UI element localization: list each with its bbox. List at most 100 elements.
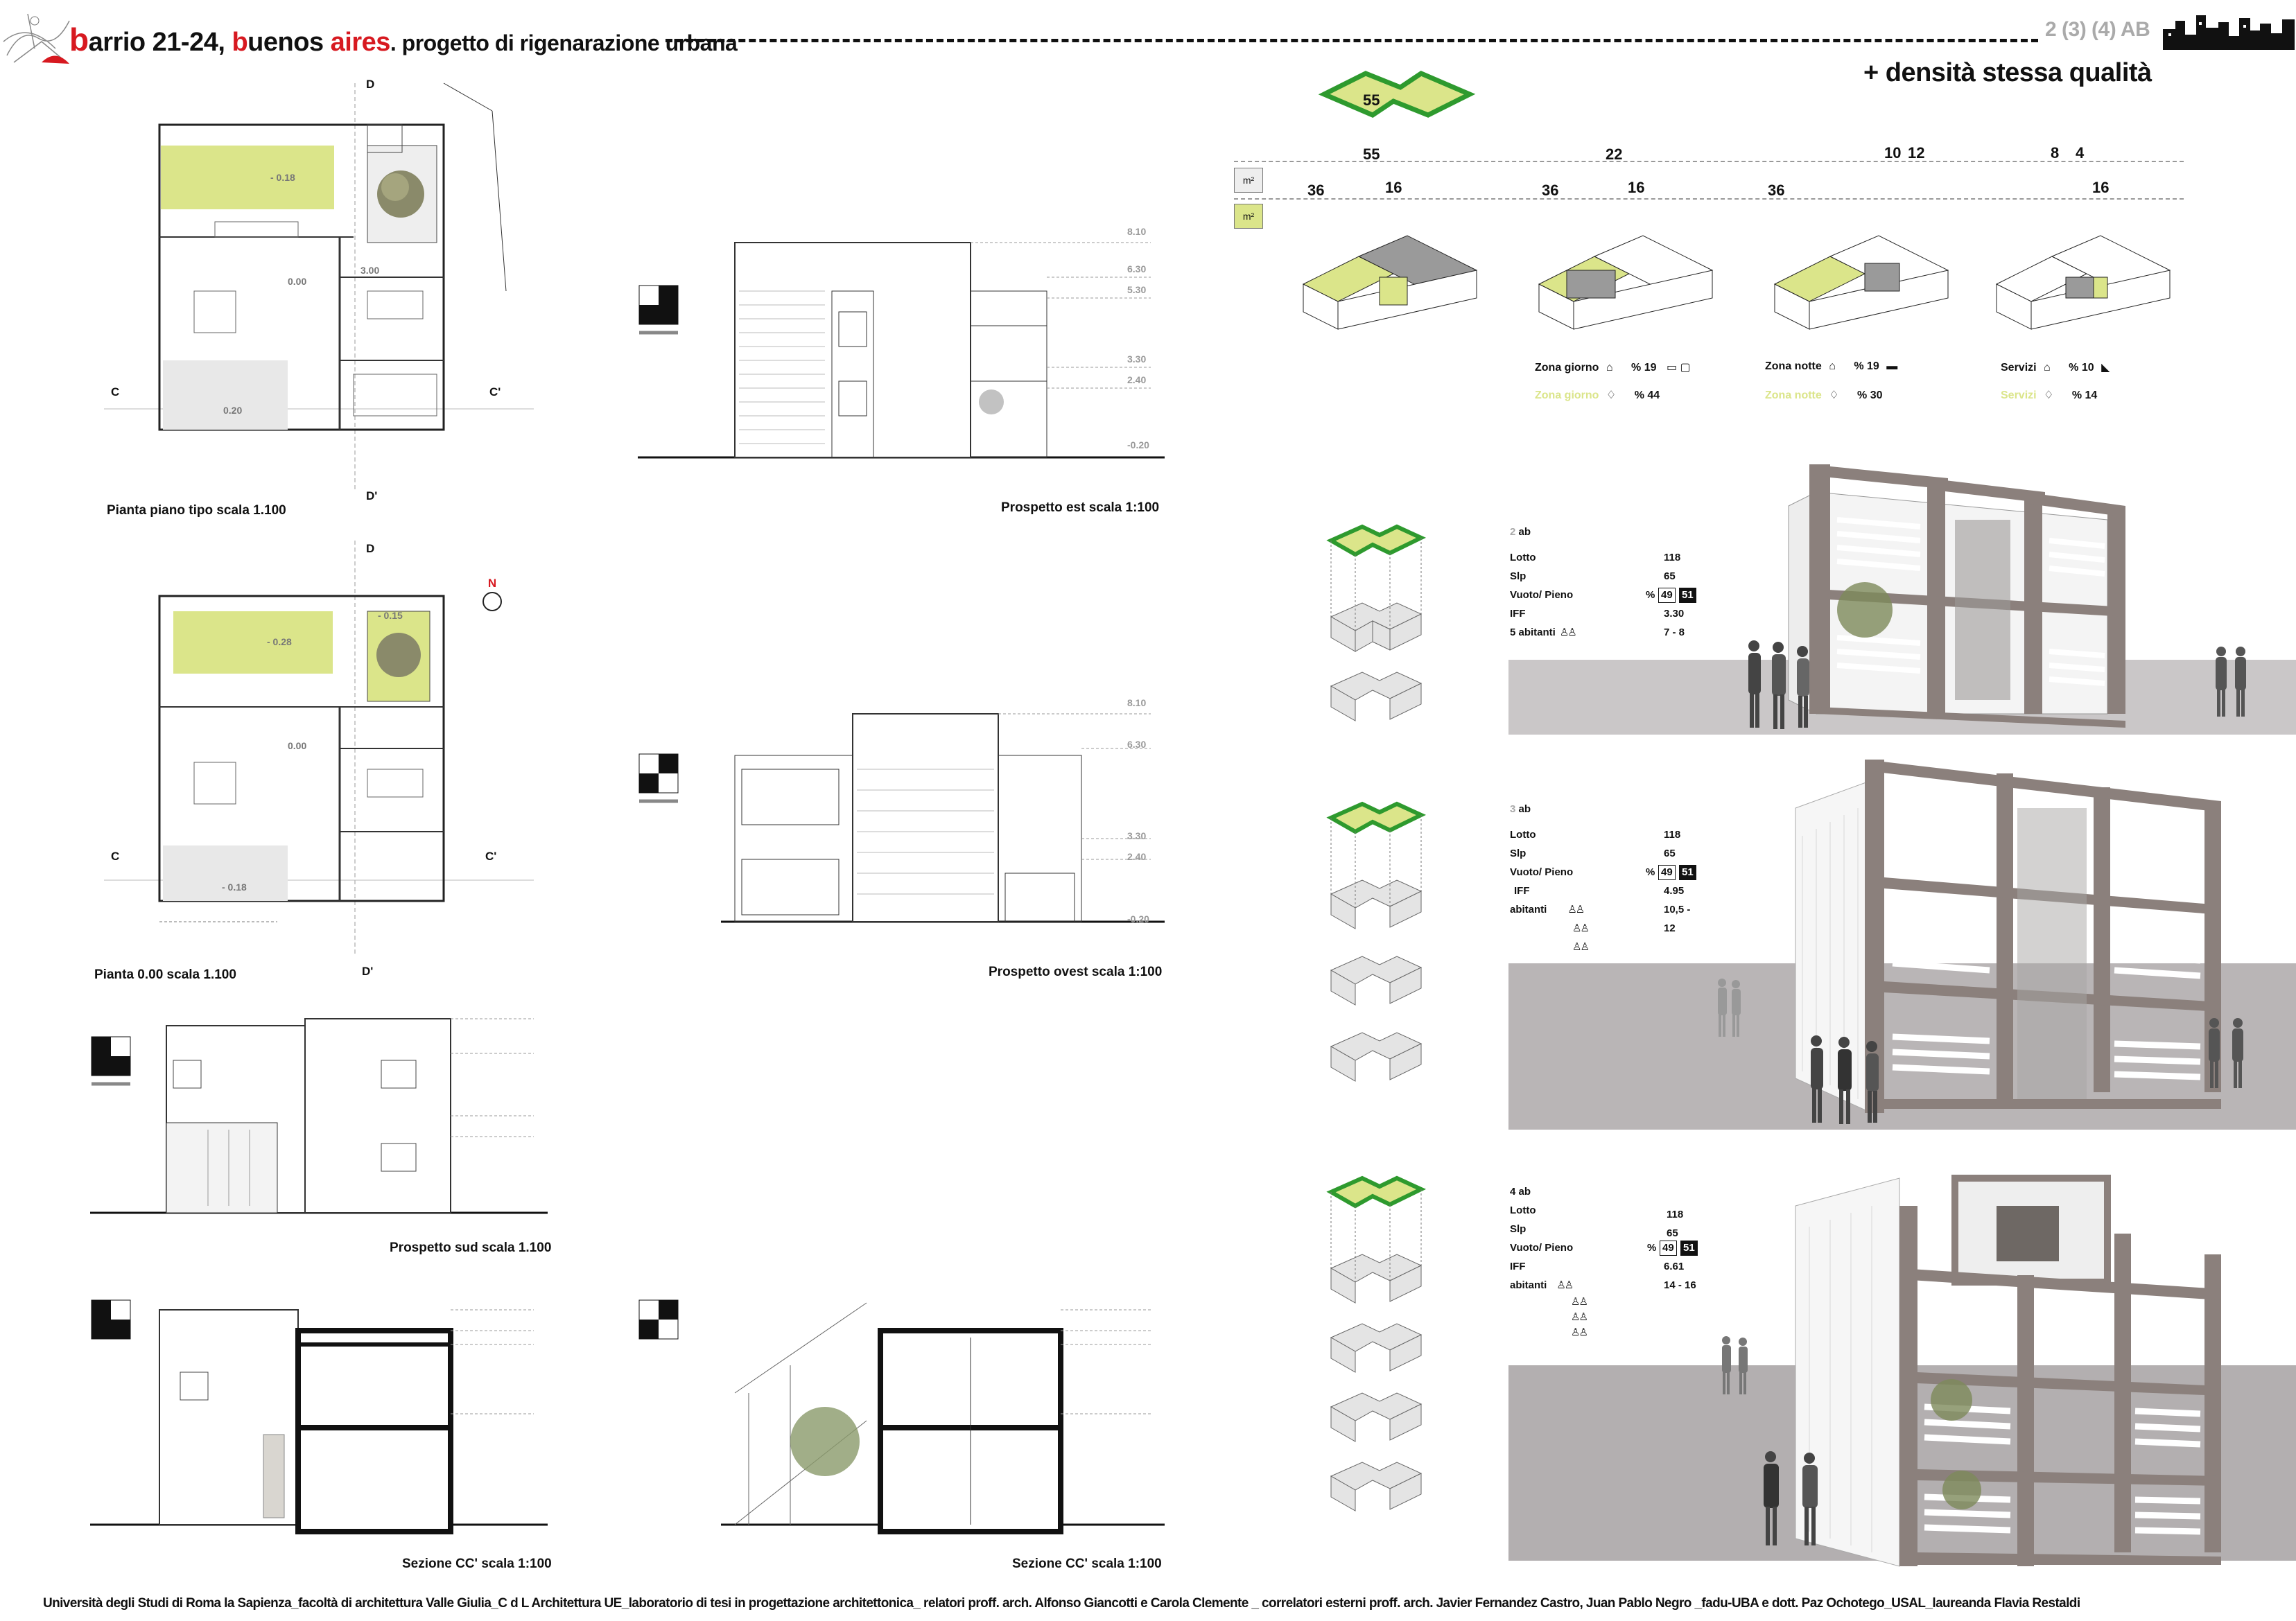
row-key: IFF bbox=[1510, 1261, 1526, 1272]
drop-icon: ♢ bbox=[1829, 389, 1839, 401]
row-key: 5 abitanti bbox=[1510, 627, 1556, 638]
house-icon: ⌂ bbox=[1606, 362, 1613, 374]
plan2-level: - 0.18 bbox=[222, 882, 247, 893]
skyline-icon bbox=[2163, 8, 2295, 50]
dim-label: 36 bbox=[1542, 182, 1559, 199]
key-icon bbox=[91, 1036, 133, 1087]
variant-row-lotto: Lotto 118 bbox=[1510, 825, 1704, 844]
elev-level: 6.30 bbox=[1127, 739, 1147, 750]
dim-label: 36 bbox=[1307, 182, 1325, 199]
legend-pct: % 19 bbox=[1854, 360, 1879, 372]
legend-zona-giorno-2: Zona giorno ♢ % 44 bbox=[1535, 388, 1660, 402]
elev-level: -0.20 bbox=[1127, 439, 1149, 450]
elev-level: 2.40 bbox=[1127, 851, 1147, 862]
people-group bbox=[1754, 1448, 1844, 1552]
void-value: 49 bbox=[1658, 588, 1676, 603]
people-group bbox=[1802, 1033, 1893, 1130]
people-group bbox=[2204, 1016, 2253, 1092]
north-label: N bbox=[487, 577, 497, 590]
variant-row-iff: IFF 4.95 bbox=[1510, 882, 1704, 900]
row-key: Slp bbox=[1510, 1223, 1527, 1235]
row-value: 65 bbox=[1667, 1227, 1678, 1239]
variant-row-slp: Slp 65 bbox=[1510, 1220, 1704, 1239]
dim-label: 4 bbox=[2076, 144, 2085, 161]
dim-label: 16 bbox=[1628, 179, 1645, 196]
variant-title-text: ab bbox=[1515, 526, 1531, 538]
row-key: IFF bbox=[1514, 885, 1530, 897]
legend-pct: % 14 bbox=[2071, 389, 2098, 401]
solid-value: 51 bbox=[1680, 1241, 1698, 1256]
header-tabs[interactable]: 2 (3) (4) AB bbox=[2045, 18, 2150, 41]
row-key: Lotto bbox=[1510, 829, 1536, 841]
legend-servizi-2: Servizi ♢ % 14 bbox=[2001, 388, 2097, 402]
row-value: 10,5 - 12 bbox=[1664, 904, 1691, 934]
plan2-level: - 0.28 bbox=[267, 636, 292, 647]
people-group bbox=[1712, 977, 1747, 1040]
plan1-label-Cp: C' bbox=[489, 385, 501, 398]
row-value: 65 bbox=[1664, 570, 1676, 582]
north-circle-icon bbox=[482, 592, 502, 611]
elev-level: 3.30 bbox=[1127, 353, 1147, 365]
key-icon bbox=[91, 1299, 133, 1342]
axon-unit-2 bbox=[1538, 235, 1714, 330]
density-dashed-rule bbox=[1234, 198, 2184, 200]
row-value: 65 bbox=[1664, 848, 1676, 859]
plan-piano-tipo bbox=[104, 82, 534, 499]
m2-box: m² bbox=[1234, 204, 1263, 229]
dim-label: 12 bbox=[1908, 144, 1925, 161]
sec2-caption: Sezione CC' scala 1:100 bbox=[1012, 1557, 1162, 1571]
row-value: 7 - 8 bbox=[1664, 627, 1685, 638]
people-icon: ♙♙ bbox=[1572, 941, 1590, 953]
people-icon: ♙♙ bbox=[1571, 1296, 1588, 1308]
row-value: 4.95 bbox=[1664, 885, 1685, 897]
footer-credits: Università degli Studi di Roma la Sapien… bbox=[43, 1596, 2080, 1611]
row-key: Vuoto/ Pieno bbox=[1510, 1242, 1574, 1254]
legend-label: Servizi bbox=[2001, 389, 2037, 401]
axon-unit-1 bbox=[1302, 235, 1478, 330]
density-badge bbox=[1318, 67, 1477, 129]
people-icon: ♙♙ bbox=[1572, 922, 1590, 934]
dim-label: 55 bbox=[1363, 146, 1380, 163]
key-icon bbox=[638, 753, 679, 804]
row-key: Slp bbox=[1510, 848, 1527, 859]
header-title: barrio 21-24, buenos aires. progetto di … bbox=[69, 21, 738, 58]
elev-level: -0.20 bbox=[1127, 913, 1149, 925]
title-aires: aires bbox=[330, 28, 391, 57]
row-pct: % bbox=[1646, 866, 1655, 878]
tagline: + densità stessa qualità bbox=[1863, 58, 2152, 87]
variant-title-text: ab bbox=[1515, 1186, 1531, 1198]
bed-icon: ▬ bbox=[1886, 360, 1898, 372]
legend-pct: % 19 bbox=[1631, 362, 1657, 374]
render-2ab bbox=[1719, 450, 2163, 728]
variant-row-ab: abitanti♙♙10,5 - 12 bbox=[1510, 900, 1704, 934]
density-badge-value: 55 bbox=[1363, 91, 1380, 109]
variant-row-iff: IFF 6.61 bbox=[1510, 1257, 1704, 1276]
elevation-sud bbox=[90, 1012, 548, 1220]
house-icon: ⌂ bbox=[2044, 362, 2051, 374]
row-value: 6.61 bbox=[1664, 1261, 1685, 1272]
axon-unit-4 bbox=[1995, 235, 2171, 330]
plan2-label-D: D bbox=[366, 542, 375, 555]
row-value: 118 bbox=[1664, 829, 1681, 841]
elev-level: 3.30 bbox=[1127, 830, 1147, 841]
dim-label: 22 bbox=[1606, 146, 1623, 163]
plan2-level: 0.00 bbox=[288, 740, 307, 751]
elevation-ovest bbox=[721, 693, 1165, 929]
legend-label: Zona notte bbox=[1765, 360, 1822, 372]
axon-unit-3 bbox=[1773, 235, 1949, 330]
row-value: 118 bbox=[1667, 1209, 1684, 1220]
variant-title: 2 ab bbox=[1510, 523, 1704, 541]
render-4ab bbox=[1789, 1164, 2267, 1567]
key-icon bbox=[638, 285, 679, 335]
plan2-label-Dp: D' bbox=[362, 965, 374, 978]
people-icon: ♙♙ bbox=[1559, 627, 1577, 638]
row-key: Vuoto/ Pieno bbox=[1510, 589, 1574, 601]
plan1-level: 3.00 bbox=[360, 265, 380, 276]
legend-label: Servizi bbox=[2001, 362, 2037, 374]
title-part3: . progetto di rigenarazione urbana bbox=[390, 30, 738, 55]
